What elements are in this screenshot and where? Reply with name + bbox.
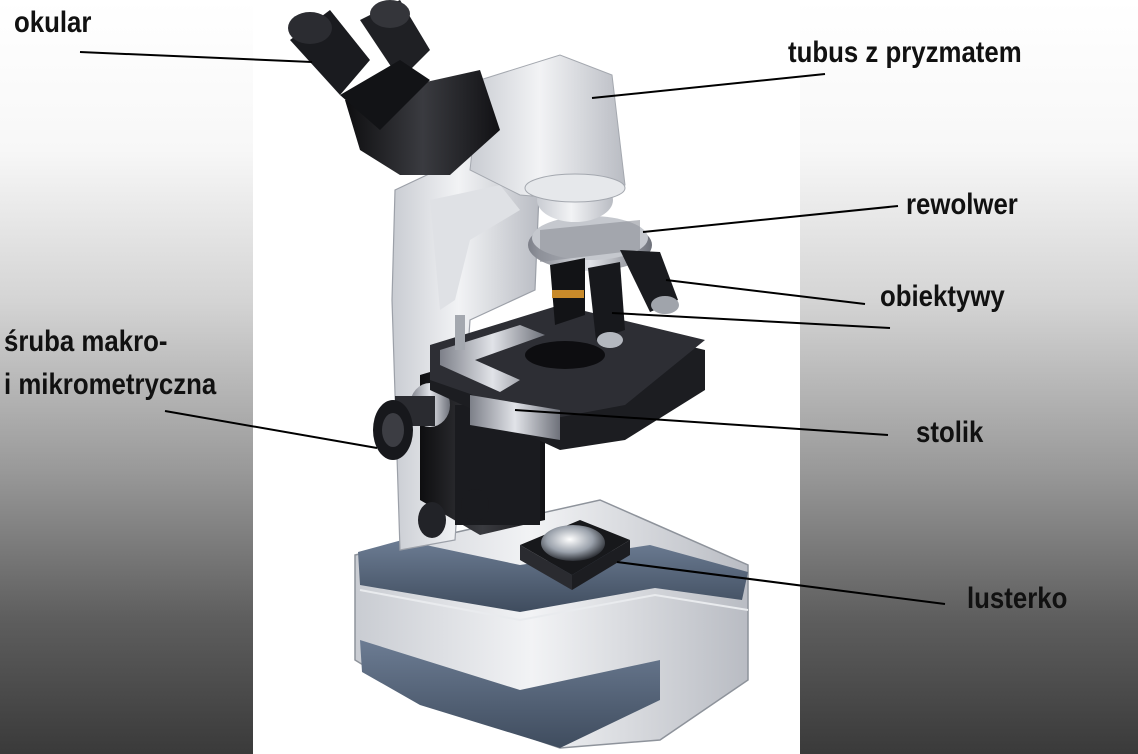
- label-lusterko: lusterko: [967, 582, 1067, 616]
- label-sruba-line2: i mikrometryczna: [4, 368, 216, 402]
- leader-line-sruba: [165, 411, 377, 448]
- label-sruba-line1: śruba makro-: [4, 325, 167, 359]
- leader-line-obiektywy-1: [666, 280, 865, 304]
- label-rewolwer: rewolwer: [906, 188, 1018, 222]
- label-stolik: stolik: [916, 416, 983, 450]
- leader-line-obiektywy-2: [612, 313, 890, 328]
- eyepiece-illustration: [288, 0, 500, 175]
- leader-line-okular: [80, 52, 312, 62]
- label-okular: okular: [14, 6, 91, 40]
- leader-line-rewolwer: [643, 206, 898, 232]
- label-obiektywy: obiektywy: [880, 280, 1005, 314]
- leader-line-tubus: [592, 74, 825, 98]
- label-tubus-z-pryzmatem: tubus z pryzmatem: [788, 36, 1022, 70]
